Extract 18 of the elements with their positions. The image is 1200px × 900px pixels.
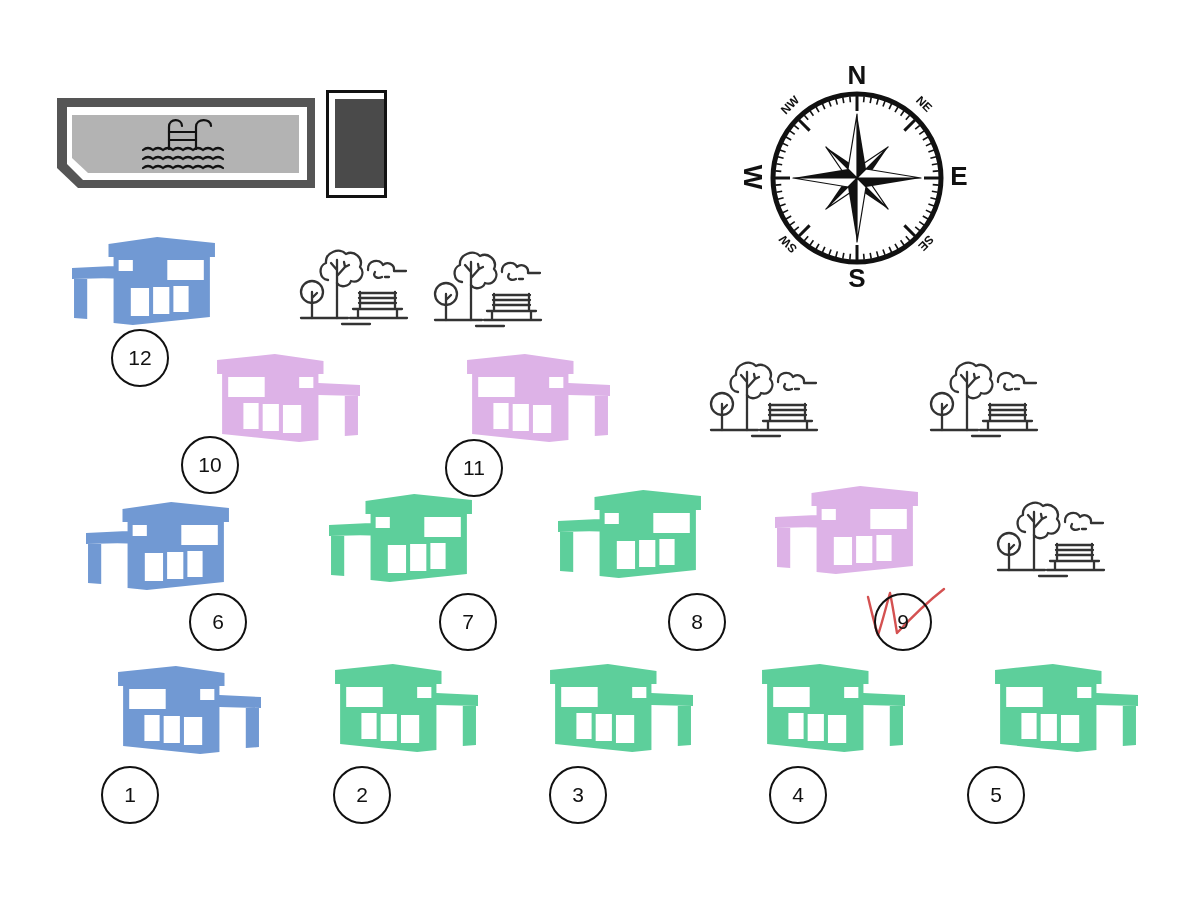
compass-direction-label: SE xyxy=(916,233,936,253)
house-number-circle: 5 xyxy=(967,766,1025,824)
house-number-circle: 10 xyxy=(181,436,239,494)
compass-direction-label: S xyxy=(848,265,866,291)
compass-direction-label: NE xyxy=(913,93,935,115)
compass-direction-label: N xyxy=(847,62,867,88)
house-number-circle: 8 xyxy=(668,593,726,651)
house-number-circle: 6 xyxy=(189,593,247,651)
house-number-circle: 1 xyxy=(101,766,159,824)
compass-direction-label: SW xyxy=(776,232,800,256)
house-number-circle: 3 xyxy=(549,766,607,824)
compass-direction-label: E xyxy=(950,163,968,189)
compass-direction-label: NW xyxy=(778,93,802,117)
house-number-circle: 2 xyxy=(333,766,391,824)
house-number-circle: 4 xyxy=(769,766,827,824)
compass-direction-label: W xyxy=(740,164,766,190)
house-number-circle: 7 xyxy=(439,593,497,651)
house-number-circle: 12 xyxy=(111,329,169,387)
